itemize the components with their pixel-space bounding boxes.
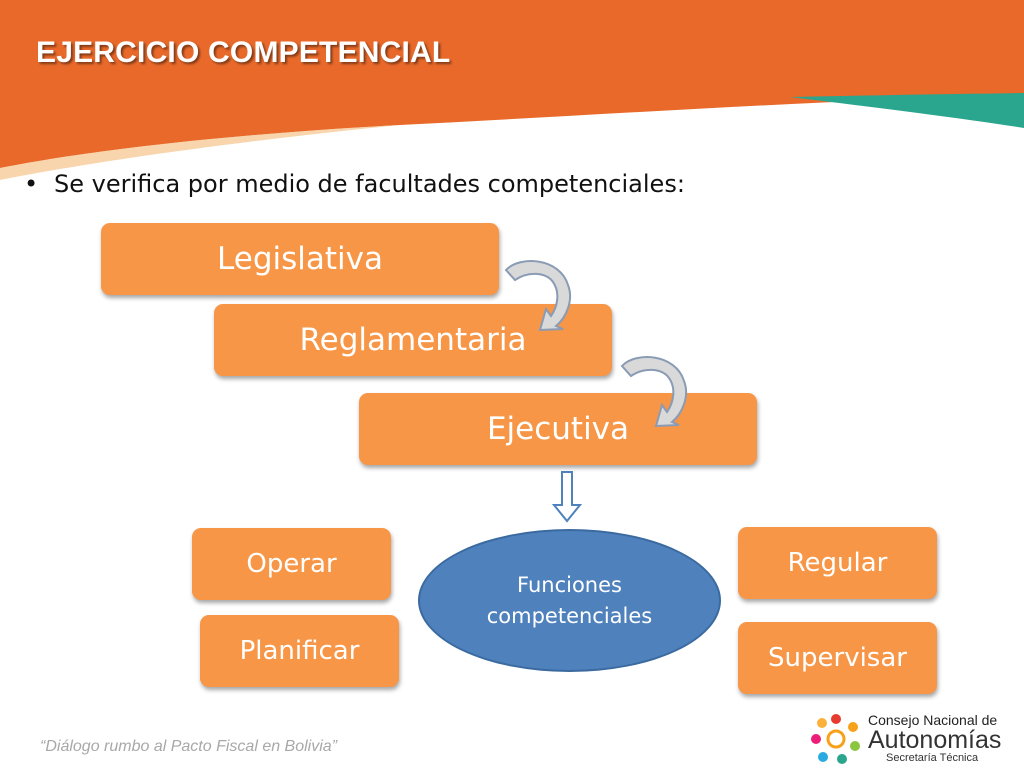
bullet-text: Se verifica por medio de facultades comp… (54, 170, 685, 198)
item-operar: Operar (192, 528, 391, 600)
step-reglamentaria: Reglamentaria (214, 304, 612, 376)
bullet-item: • Se verifica por medio de facultades co… (24, 170, 685, 198)
header-banner (0, 0, 1024, 180)
page-title: EJERCICIO COMPETENCIAL (36, 36, 451, 69)
item-label: Operar (246, 549, 337, 579)
people-circle-logo-icon (811, 714, 860, 764)
item-regular: Regular (738, 527, 937, 599)
step-label: Reglamentaria (299, 322, 527, 358)
item-label: Supervisar (768, 643, 907, 673)
step-ejecutiva: Ejecutiva (359, 393, 757, 465)
logo: Consejo Nacional de Autonomías Secretarí… (808, 710, 1008, 766)
step-label: Ejecutiva (486, 411, 630, 447)
item-label: Regular (787, 548, 888, 578)
item-label: Planificar (239, 636, 360, 666)
step-label: Legislativa (217, 241, 383, 277)
item-planificar: Planificar (200, 615, 399, 687)
center-ellipse: Funciones competenciales (418, 529, 721, 672)
logo-line2: Autonomías (868, 726, 1002, 754)
logo-text: Consejo Nacional de Autonomías Secretarí… (868, 712, 1001, 765)
down-arrow-icon (551, 471, 583, 523)
footer-tagline: “Diálogo rumbo al Pacto Fiscal en Bolivi… (40, 738, 338, 755)
step-legislativa: Legislativa (101, 223, 499, 295)
center-line2: competenciales (486, 603, 653, 628)
logo-line3: Secretaría Técnica (886, 752, 979, 764)
bullet-dot-icon: • (24, 170, 39, 198)
item-supervisar: Supervisar (738, 622, 937, 694)
logo-line1: Consejo Nacional de (868, 712, 998, 728)
center-line1: Funciones (517, 572, 622, 597)
